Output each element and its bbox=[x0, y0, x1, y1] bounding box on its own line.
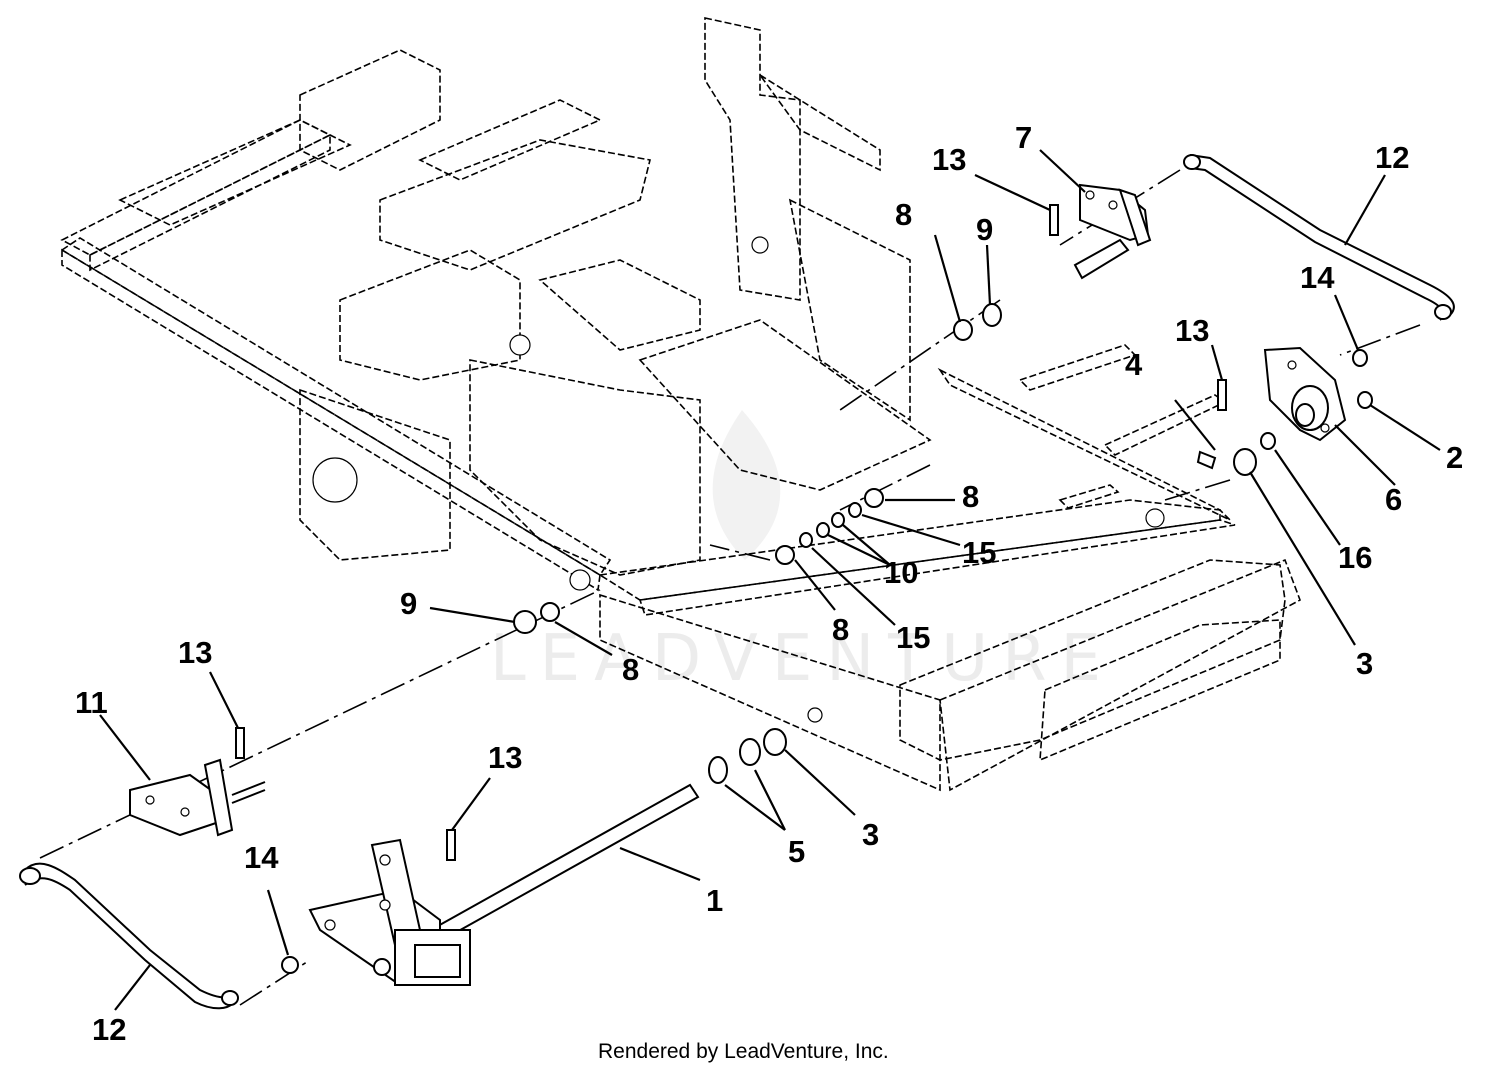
part-3-bushing-upper bbox=[1233, 448, 1257, 476]
part-5-washer-a bbox=[708, 756, 728, 784]
callout-13-right: 13 bbox=[1175, 313, 1209, 348]
part-15-washer-b bbox=[848, 502, 862, 518]
part-1-lift-shaft bbox=[308, 783, 700, 987]
leader-lines bbox=[99, 149, 1441, 1011]
callout-6: 6 bbox=[1385, 482, 1402, 517]
part-6-pivot-plate bbox=[1263, 346, 1347, 442]
callout-9-right: 9 bbox=[976, 212, 993, 247]
part-14-washer-lower bbox=[281, 956, 299, 974]
callout-3-upper: 3 bbox=[1356, 646, 1373, 681]
part-13-pin-a bbox=[1049, 204, 1059, 236]
chassis-frame bbox=[60, 17, 1301, 792]
callout-15-lower: 15 bbox=[896, 620, 930, 655]
part-8-bushing-a bbox=[953, 319, 973, 341]
part-10-washer-a bbox=[816, 522, 830, 538]
callout-labels: 1 2 3 3 4 5 6 7 8 8 8 8 9 9 10 11 12 12 … bbox=[75, 120, 1463, 1047]
callout-14-left: 14 bbox=[244, 840, 279, 875]
part-16-washer bbox=[1260, 432, 1276, 450]
watermark: LEADVENTURE bbox=[490, 410, 1115, 696]
part-8-bushing-d bbox=[540, 602, 560, 622]
part-12-left-rod bbox=[19, 862, 239, 1010]
part-13-pin-d bbox=[446, 829, 456, 861]
callout-7: 7 bbox=[1015, 120, 1032, 155]
callout-8-mid: 8 bbox=[962, 479, 979, 514]
small-hardware bbox=[281, 303, 1373, 974]
callout-16: 16 bbox=[1338, 540, 1372, 575]
part-9-washer-b bbox=[513, 610, 537, 634]
part-11-bracket bbox=[129, 758, 266, 837]
part-8-bushing-c bbox=[775, 545, 795, 565]
part-10-washer-b bbox=[831, 512, 845, 528]
callout-8-center: 8 bbox=[832, 612, 849, 647]
part-4-key bbox=[1196, 450, 1217, 470]
part-5-washer-b bbox=[739, 738, 761, 766]
callout-13-left: 13 bbox=[178, 635, 212, 670]
part-15-washer-a bbox=[799, 532, 813, 548]
part-13-pin-c bbox=[235, 727, 245, 759]
callout-12-right: 12 bbox=[1375, 140, 1409, 175]
callout-8-top: 8 bbox=[895, 197, 912, 232]
callout-4: 4 bbox=[1125, 347, 1143, 382]
callout-11: 11 bbox=[75, 685, 108, 720]
part-9-washer-a bbox=[982, 303, 1002, 327]
callout-3-lower: 3 bbox=[862, 817, 879, 852]
callout-8-left: 8 bbox=[622, 652, 639, 687]
callout-10: 10 bbox=[884, 555, 918, 590]
callout-13-lower: 13 bbox=[488, 740, 522, 775]
flame-logo-icon bbox=[712, 410, 781, 560]
part-8-bushing-b bbox=[864, 488, 884, 508]
callout-14-right: 14 bbox=[1300, 260, 1335, 295]
callout-15-upper: 15 bbox=[962, 535, 996, 570]
callout-5: 5 bbox=[788, 834, 805, 869]
callout-1: 1 bbox=[706, 883, 723, 918]
watermark-text: LEADVENTURE bbox=[490, 622, 1115, 696]
callout-12-left: 12 bbox=[92, 1012, 126, 1047]
part-14-washer-upper bbox=[1352, 349, 1368, 367]
part-7-bracket bbox=[1073, 183, 1152, 280]
part-13-pin-b bbox=[1217, 379, 1227, 411]
callout-2: 2 bbox=[1446, 440, 1463, 475]
part-2-ring bbox=[1357, 391, 1373, 409]
callout-9-left: 9 bbox=[400, 586, 417, 621]
footer-credit: Rendered by LeadVenture, Inc. bbox=[598, 1040, 889, 1063]
part-3-bushing-lower bbox=[763, 728, 787, 756]
part-12-right-rod bbox=[1183, 154, 1455, 321]
callout-13-top: 13 bbox=[932, 142, 966, 177]
